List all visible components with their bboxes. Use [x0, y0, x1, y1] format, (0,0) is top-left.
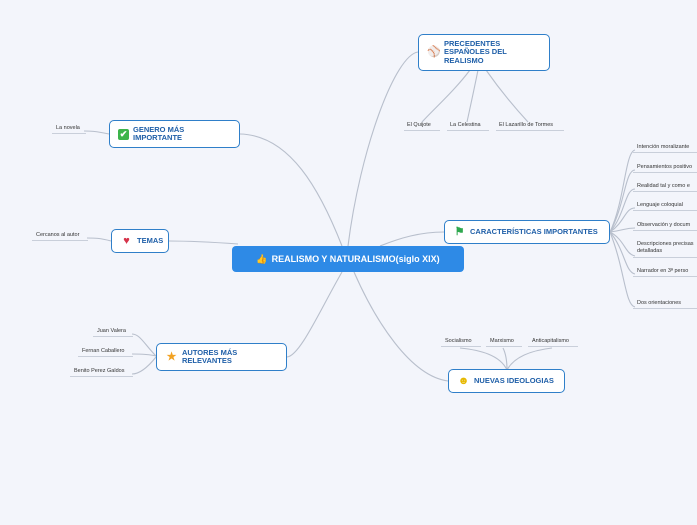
leaf-c4[interactable]: Lenguaje coloquial — [637, 202, 683, 208]
leaf-c7[interactable]: Narrador en 3ª perso — [637, 268, 689, 274]
leaf-underline — [633, 308, 697, 309]
leaf-underline — [441, 346, 481, 347]
leaf-underline — [633, 191, 697, 192]
connector-c6 — [609, 231, 636, 257]
leaf-underline — [528, 346, 578, 347]
topic-caracteristicas[interactable]: ⚑ CARACTERÍSTICAS IMPORTANTES — [444, 220, 610, 244]
baseball-icon: ⚾ — [427, 46, 441, 58]
connector-novela — [83, 130, 110, 135]
connector-genero — [239, 133, 343, 247]
leaf-marxismo[interactable]: Marxismo — [490, 338, 514, 344]
heart-icon: ♥ — [123, 234, 130, 247]
topic-precedentes[interactable]: ⚾ PRECEDENTES ESPAÑOLES DEL REALISMO — [418, 34, 550, 71]
leaf-c6[interactable]: Descripciones precisas detalladas — [637, 241, 694, 254]
leaf-underline — [633, 172, 697, 173]
leaf-novela[interactable]: La novela — [56, 125, 80, 131]
connector-caballero — [131, 353, 157, 357]
connector-c1 — [609, 149, 636, 233]
leaf-underline — [633, 276, 697, 277]
connector-c7 — [609, 231, 636, 275]
smiley-icon: ☻ — [457, 374, 470, 387]
leaf-underline — [633, 210, 697, 211]
topic-autores-label: AUTORES MÁS RELEVANTES — [182, 347, 238, 365]
leaf-underline — [78, 356, 133, 357]
leaf-cercanos[interactable]: Cercanos al autor — [36, 232, 80, 238]
checkmark-icon: ✔ — [118, 128, 129, 140]
connector-c5 — [609, 227, 636, 233]
topic-genero-title: GENERO MÁS IMPORTANTE — [133, 124, 185, 142]
leaf-c5[interactable]: Observación y docum — [637, 222, 691, 228]
topic-ideologias-label: NUEVAS IDEOLOGIAS — [474, 375, 554, 385]
connector-c4 — [609, 207, 636, 233]
connector-socialismo — [459, 347, 508, 371]
leaf-c2[interactable]: Pensamientos positivo — [637, 164, 693, 170]
leaf-c8[interactable]: Dos orientaciones — [637, 300, 682, 306]
connector-c3 — [609, 188, 636, 233]
green-flag-icon: ⚑ — [454, 225, 465, 238]
leaf-underline — [486, 346, 522, 347]
star-icon: ★ — [166, 350, 177, 363]
topic-genero[interactable]: ✔ GENERO MÁS IMPORTANTE — [109, 120, 240, 148]
topic-precedentes-label: PRECEDENTES ESPAÑOLES DEL REALISMO — [444, 38, 507, 65]
connector-celestina — [466, 69, 479, 123]
leaf-underline — [93, 336, 133, 337]
connector-precedentes — [347, 51, 419, 247]
connector-c2 — [609, 169, 636, 233]
leaf-anticapitalismo[interactable]: Anticapitalismo — [532, 338, 569, 344]
thumbs-up-icon: 👍 — [256, 253, 268, 264]
leaf-underline — [52, 133, 86, 134]
leaf-underline — [633, 152, 697, 153]
connector-valera — [131, 333, 157, 357]
connector-quijote — [421, 69, 471, 123]
leaf-socialismo[interactable]: Socialismo — [445, 338, 472, 344]
topic-ideologias[interactable]: ☻ NUEVAS IDEOLOGIAS — [448, 369, 565, 393]
central-topic[interactable]: 👍 REALISMO Y NATURALISMO(siglo XIX) — [232, 246, 464, 272]
leaf-quijote[interactable]: El Quijote — [407, 122, 431, 128]
leaf-galdos[interactable]: Benito Perez Galdos — [74, 368, 125, 374]
central-topic-label: REALISMO Y NATURALISMO(siglo XIX) — [271, 254, 440, 264]
connector-caracteristicas — [379, 231, 445, 247]
connector-lazarillo — [485, 69, 529, 123]
topic-autores[interactable]: ★ AUTORES MÁS RELEVANTES — [156, 343, 287, 371]
leaf-underline — [447, 130, 489, 131]
connector-temas — [168, 240, 239, 245]
leaf-c1[interactable]: Intención moralizante — [637, 144, 690, 150]
topic-temas-label: TEMAS — [137, 235, 164, 245]
connector-cercanos — [86, 237, 112, 242]
topic-caracteristicas-label: CARACTERÍSTICAS IMPORTANTES — [470, 226, 598, 236]
connector-anticapitalismo — [506, 347, 553, 371]
leaf-lazarillo[interactable]: El Lazarillo de Tormes — [499, 122, 554, 128]
connector-marxismo — [502, 347, 508, 371]
leaf-underline — [404, 130, 440, 131]
connector-galdos — [131, 356, 157, 375]
leaf-underline — [633, 257, 697, 258]
leaf-underline — [633, 230, 697, 231]
leaf-underline — [70, 376, 133, 377]
connector-autores — [286, 271, 343, 358]
topic-temas[interactable]: ♥ TEMAS — [111, 229, 169, 253]
leaf-c3[interactable]: Realidad tal y como e — [637, 183, 690, 189]
leaf-underline — [496, 130, 564, 131]
connector-c8 — [609, 231, 636, 308]
leaf-celestina[interactable]: La Celestina — [450, 122, 481, 128]
leaf-caballero[interactable]: Fernan Caballero — [82, 348, 125, 354]
connector-ideologias — [353, 271, 449, 382]
leaf-underline — [32, 240, 88, 241]
leaf-valera[interactable]: Juan Valera — [97, 328, 126, 334]
